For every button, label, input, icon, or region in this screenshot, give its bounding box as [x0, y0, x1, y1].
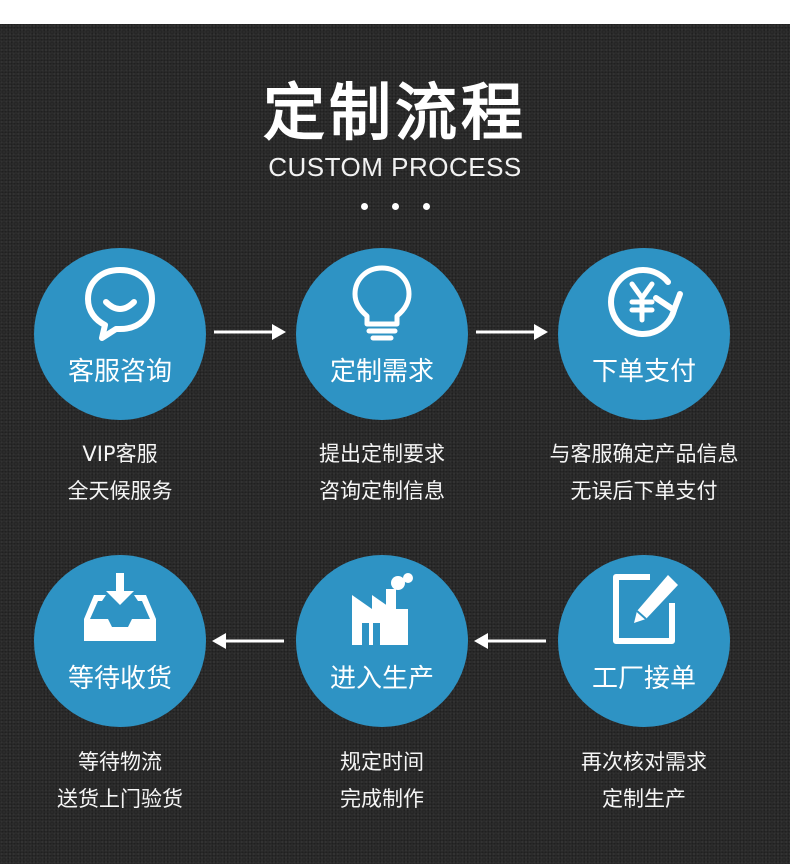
step-description: 规定时间 完成制作	[252, 744, 512, 818]
desc-line: 与客服确定产品信息	[549, 442, 739, 466]
yen-refresh-icon	[608, 267, 683, 337]
desc-line: 提出定制要求	[319, 442, 445, 466]
step-requirements: 定制需求	[296, 248, 468, 420]
step-consult: 客服咨询	[34, 248, 206, 420]
desc-line: 再次核对需求	[581, 750, 707, 774]
step-production: 进入生产	[296, 555, 468, 727]
step-description: 再次核对需求 定制生产	[514, 744, 774, 818]
desc-line: 全天候服务	[67, 479, 173, 503]
arrow-right-icon	[476, 324, 548, 340]
step-label: 工厂接单	[591, 664, 696, 694]
step-description: 与客服确定产品信息 无误后下单支付	[514, 436, 774, 510]
arrow-left-icon	[212, 633, 284, 649]
decorative-dots	[0, 196, 790, 216]
desc-line: 规定时间	[340, 750, 424, 774]
page-title: 定制流程	[262, 76, 527, 149]
step-receive: 等待收货	[34, 555, 206, 727]
dot	[360, 203, 368, 210]
step-label: 定制需求	[329, 357, 434, 387]
step-label: 下单支付	[591, 357, 696, 387]
step-label: 等待收货	[67, 664, 172, 694]
arrow-right-icon	[214, 324, 286, 340]
arrow-left-icon	[474, 633, 546, 649]
desc-line: 完成制作	[340, 787, 424, 811]
step-payment: 下单支付	[558, 248, 730, 420]
dot	[422, 203, 430, 210]
dot	[391, 203, 399, 210]
step-label: 客服咨询	[67, 357, 172, 387]
desc-line: 咨询定制信息	[319, 479, 445, 503]
desc-line: 无误后下单支付	[570, 479, 718, 503]
inbox-download-icon	[84, 573, 156, 641]
step-description: VIP客服 全天候服务	[0, 436, 250, 510]
lightbulb-icon	[352, 265, 412, 341]
step-description: 提出定制要求 咨询定制信息	[252, 436, 512, 510]
desc-line: 定制生产	[602, 787, 686, 811]
step-factory-order: 工厂接单	[558, 555, 730, 727]
top-border	[0, 0, 790, 24]
desc-line: 等待物流	[78, 750, 162, 774]
factory-icon	[352, 573, 413, 645]
desc-line: VIP客服	[82, 442, 158, 466]
edit-pencil-icon	[613, 574, 678, 644]
step-description: 等待物流 送货上门验货	[0, 744, 250, 818]
chat-bubble-icon	[85, 267, 155, 341]
desc-line: 送货上门验货	[57, 787, 183, 811]
step-label: 进入生产	[329, 664, 434, 694]
page-subtitle: CUSTOM PROCESS	[268, 152, 522, 182]
